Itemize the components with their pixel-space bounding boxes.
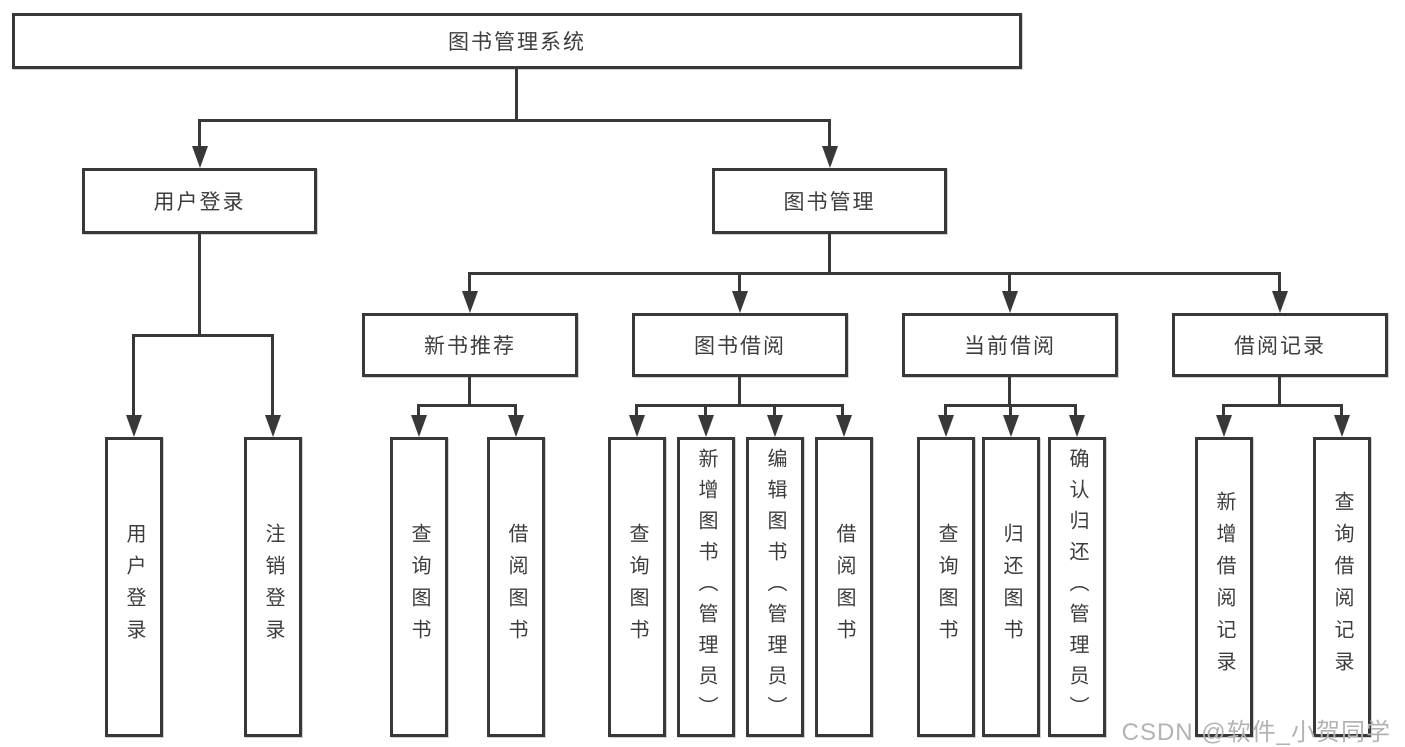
- connector-bookmgmt-vertical: [828, 232, 831, 275]
- arrow-down-g2c: [767, 415, 783, 437]
- arrow-down-records: [1272, 291, 1288, 313]
- node-current-borrow-label: 当前借阅: [964, 335, 1056, 358]
- connector-stem-records: [1278, 272, 1281, 294]
- leaf-return-book-label: 归还图书: [1000, 523, 1022, 651]
- arrow-down-g3c: [1069, 415, 1085, 437]
- arrow-down-current: [1002, 291, 1018, 313]
- node-borrow-records-label: 借阅记录: [1234, 335, 1326, 358]
- connector-recordsgrp-horizontal: [1222, 404, 1342, 407]
- connector-recordsgrp-vertical: [1278, 376, 1281, 407]
- leaf-query-borrow-record-label: 查询借阅记录: [1331, 491, 1353, 683]
- leaf-user-login-label: 用户登录: [123, 523, 145, 651]
- connector-stem-g4a: [1222, 404, 1225, 418]
- leaf-confirm-return-admin-label: 确认归还（管理员）: [1066, 447, 1088, 727]
- node-current-borrow: 当前借阅: [902, 313, 1118, 377]
- arrow-down-g3a: [938, 415, 954, 437]
- connector-stem-g4b: [1340, 404, 1343, 418]
- leaf-logout: 注销登录: [244, 437, 302, 737]
- arrow-down-user-login: [192, 146, 208, 168]
- leaf-add-borrow-record-label: 新增借阅记录: [1213, 491, 1235, 683]
- leaf-borrow-books-recommend: 借阅图书: [487, 437, 545, 737]
- connector-root-horizontal: [198, 119, 831, 122]
- connector-stem-recommend: [468, 272, 471, 294]
- node-new-book-recommend: 新书推荐: [362, 313, 578, 377]
- connector-bookmgmt-horizontal: [468, 272, 1280, 275]
- connector-stem-g2c: [773, 404, 776, 418]
- arrow-down-g4b: [1334, 415, 1350, 437]
- connector-borrowgrp-vertical: [738, 376, 741, 407]
- leaf-borrow-books: 借阅图书: [815, 437, 873, 737]
- connector-stem-g2a: [635, 404, 638, 418]
- leaf-borrow-books-recommend-label: 借阅图书: [505, 523, 527, 651]
- connector-stem-g3b: [1009, 404, 1012, 418]
- arrow-down-g4a: [1216, 415, 1232, 437]
- arrow-down-g2b: [698, 415, 714, 437]
- connector-stem-borrow: [738, 272, 741, 294]
- leaf-query-books-recommend-label: 查询图书: [408, 523, 430, 651]
- connector-borrowgrp-horizontal: [635, 404, 844, 407]
- connector-root-vertical: [515, 68, 518, 121]
- arrow-down-g3b: [1003, 415, 1019, 437]
- node-new-book-recommend-label: 新书推荐: [424, 335, 516, 358]
- connector-stem-g1b: [514, 404, 517, 418]
- arrow-down-g1b: [508, 415, 524, 437]
- connector-stem-g3a: [944, 404, 947, 418]
- node-root-label: 图书管理系统: [448, 31, 586, 54]
- watermark: CSDN @软件_小贺同学: [1121, 719, 1391, 746]
- leaf-query-borrow-record: 查询借阅记录: [1313, 437, 1371, 737]
- connector-userlogin-vertical: [198, 232, 201, 337]
- connector-stem-g1a: [417, 404, 420, 418]
- leaf-add-borrow-record: 新增借阅记录: [1195, 437, 1253, 737]
- leaf-add-book-admin: 新增图书（管理员）: [677, 437, 735, 737]
- connector-stem-user-login: [198, 119, 201, 148]
- node-borrow-records: 借阅记录: [1172, 313, 1388, 377]
- connector-stem-g2d: [841, 404, 844, 418]
- arrow-down-leaf-logout: [265, 415, 281, 437]
- connector-stem-g3c: [1074, 404, 1077, 418]
- arrow-down-g2a: [629, 415, 645, 437]
- arrow-down-recommend: [462, 291, 478, 313]
- node-book-management: 图书管理: [712, 168, 947, 234]
- leaf-return-book: 归还图书: [982, 437, 1040, 737]
- leaf-query-books-current-label: 查询图书: [935, 523, 957, 651]
- connector-currentgrp-vertical: [1008, 376, 1011, 407]
- leaf-borrow-books-label: 借阅图书: [833, 523, 855, 651]
- leaf-logout-label: 注销登录: [262, 523, 284, 651]
- arrow-down-book-management: [822, 146, 838, 168]
- node-root: 图书管理系统: [12, 13, 1022, 69]
- connector-stem-leaf-logout: [271, 334, 274, 416]
- arrow-down-borrow: [732, 291, 748, 313]
- arrow-down-leaf-user-login: [126, 415, 142, 437]
- leaf-query-books-borrow: 查询图书: [608, 437, 666, 737]
- arrow-down-g2d: [836, 415, 852, 437]
- arrow-down-g1a: [411, 415, 427, 437]
- connector-recommend-horizontal: [417, 404, 517, 407]
- node-user-login-label: 用户登录: [153, 191, 246, 214]
- leaf-edit-book-admin-label: 编辑图书（管理员）: [764, 447, 786, 727]
- leaf-user-login: 用户登录: [105, 437, 163, 737]
- node-book-borrow: 图书借阅: [632, 313, 848, 377]
- leaf-query-books-current: 查询图书: [917, 437, 975, 737]
- connector-recommend-vertical: [468, 376, 471, 407]
- leaf-query-books-recommend: 查询图书: [390, 437, 448, 737]
- connector-stem-g2b: [704, 404, 707, 418]
- node-book-borrow-label: 图书借阅: [694, 335, 786, 358]
- connector-userlogin-horizontal: [132, 334, 273, 337]
- node-user-login: 用户登录: [82, 168, 317, 234]
- leaf-edit-book-admin: 编辑图书（管理员）: [746, 437, 804, 737]
- leaf-query-books-borrow-label: 查询图书: [626, 523, 648, 651]
- connector-stem-book-management: [828, 119, 831, 148]
- connector-stem-current: [1008, 272, 1011, 294]
- connector-stem-leaf-user-login: [132, 334, 135, 416]
- leaf-confirm-return-admin: 确认归还（管理员）: [1048, 437, 1106, 737]
- node-book-management-label: 图书管理: [783, 191, 876, 214]
- leaf-add-book-admin-label: 新增图书（管理员）: [695, 447, 717, 727]
